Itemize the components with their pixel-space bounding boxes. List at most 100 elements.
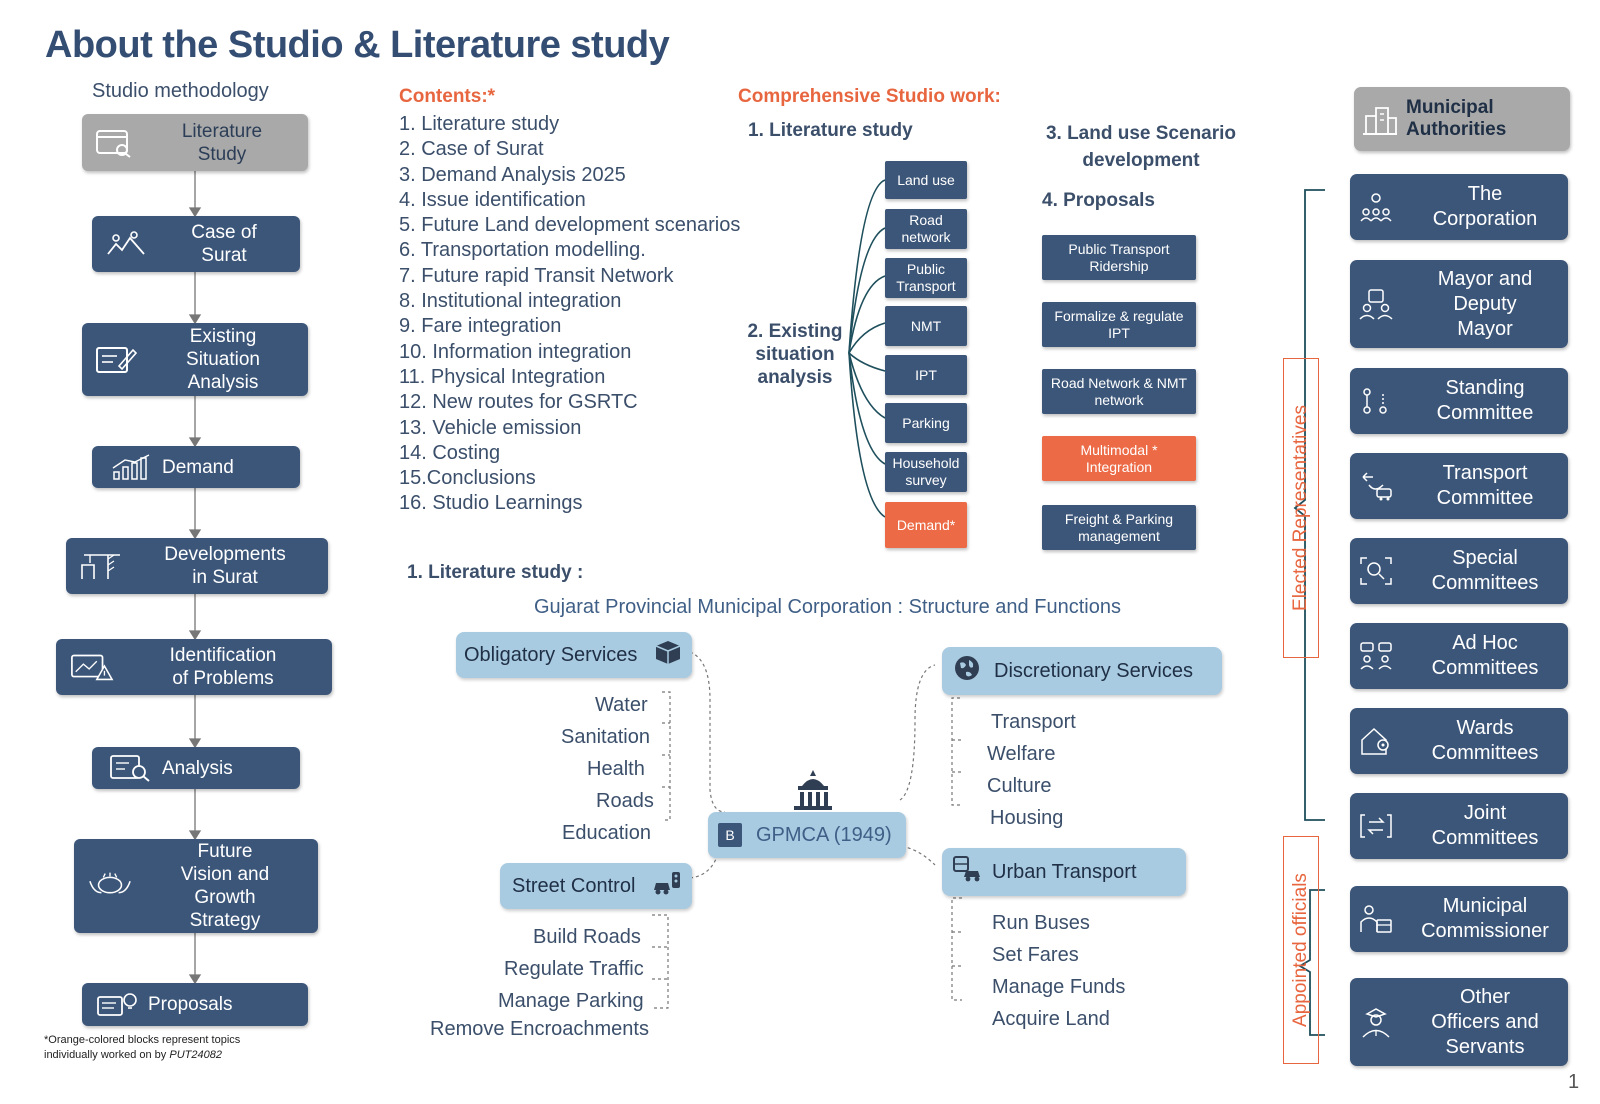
proposal-ipt: Formalize & regulate IPT	[1042, 302, 1196, 347]
existing-item-household-survey: Household survey	[885, 452, 967, 492]
step-label: Case of Surat	[191, 222, 257, 266]
contents-item: 12. New routes for GSRTC	[399, 391, 638, 414]
step-existing-situation: Existing Situation Analysis	[82, 323, 308, 396]
urban-item: Acquire Land	[992, 1008, 1110, 1030]
step-label: Existing Situation Analysis	[186, 326, 260, 393]
contents-item: 14. Costing	[399, 441, 501, 464]
contents-item: 11. Physical Integration	[399, 365, 606, 388]
step-label: Analysis	[162, 757, 233, 779]
vertical-label: Elected Representatives	[1290, 405, 1312, 611]
authority-label: Mayor and Deputy Mayor	[1437, 267, 1533, 340]
obligatory-item: Water	[595, 694, 648, 716]
existing-item-road-network: Road network	[885, 209, 967, 249]
contents-item: 16. Studio Learnings	[399, 492, 583, 515]
discretionary-item: Transport	[991, 711, 1076, 733]
footnote-id: PUT24082	[169, 1049, 222, 1061]
discretionary-item: Welfare	[987, 743, 1056, 765]
existing-item-public-transport: Public Transport	[885, 258, 967, 298]
elected-representatives-label: Elected Representatives	[1283, 358, 1319, 658]
officer-desk-icon	[1350, 904, 1402, 934]
discussion-icon	[1350, 641, 1402, 671]
step-label: Literature Study	[181, 120, 263, 165]
globe-icon	[942, 653, 982, 689]
lit-section-subtitle: Gujarat Provincial Municipal Corporation…	[534, 596, 1121, 618]
building-icon	[790, 768, 836, 817]
landuse-head: 3. Land use Scenario development	[1045, 123, 1237, 171]
street-item: Remove Encroachments	[430, 1018, 649, 1040]
authority-joint-committees: Joint Committees	[1350, 793, 1568, 859]
authority-label: Municipal Commissioner	[1421, 895, 1549, 942]
lit-section-heading: 1. Literature study :	[407, 562, 584, 583]
proposal-public-transport: Public Transport Ridership	[1042, 235, 1196, 280]
step-label: Proposals	[148, 994, 233, 1015]
authorities-heading: Municipal Authorities	[1406, 97, 1507, 140]
warning-map-icon	[70, 652, 114, 682]
authority-wards-committees: Wards Committees	[1350, 708, 1568, 774]
bar-growth-icon	[110, 454, 154, 480]
node-label: GPMCA (1949)	[756, 823, 892, 846]
methodology-heading: Studio methodology	[92, 80, 269, 102]
book-idea-icon	[96, 991, 140, 1019]
contents-item: 13. Vehicle emission	[399, 416, 582, 439]
house-location-icon	[1350, 726, 1402, 756]
obligatory-item: Sanitation	[561, 726, 650, 748]
nodes-icon	[1350, 386, 1402, 416]
street-control-node: Street Control	[500, 863, 692, 909]
document-edit-icon	[94, 344, 138, 376]
proposal-freight-parking: Freight & Parking management	[1042, 505, 1196, 550]
transport-icon	[1350, 471, 1402, 501]
mayor-icon	[1350, 288, 1402, 320]
step-literature-study: Literature Study	[82, 114, 308, 171]
discretionary-item: Culture	[987, 775, 1052, 797]
obligatory-item: Health	[587, 758, 645, 780]
step-identification: Identification of Problems	[56, 639, 332, 695]
proposal-multimodal: Multimodal * Integration	[1042, 436, 1196, 481]
proposals-head: 4. Proposals	[1042, 190, 1155, 211]
contents-item: 8. Institutional integration	[399, 290, 622, 313]
authority-standing-committee: Standing Committee	[1350, 368, 1568, 434]
step-label: Future Vision and Growth Strategy	[180, 841, 270, 931]
authority-label: Joint Committees	[1431, 802, 1539, 849]
construction-crane-icon	[78, 551, 122, 581]
existing-item-ipt: IPT	[885, 355, 967, 395]
footnote-line: individually worked on by	[44, 1049, 170, 1061]
page-number: 1	[1568, 1071, 1580, 1093]
step-label: Identification of Problems	[169, 645, 277, 689]
authority-label: The Corporation	[1432, 183, 1538, 230]
urban-item: Manage Funds	[992, 976, 1126, 998]
page-title: About the Studio & Literature study	[45, 24, 670, 66]
footnote-line: *Orange-colored blocks represent topics	[44, 1034, 241, 1046]
authority-label: Standing Committee	[1436, 377, 1534, 424]
urban-item: Set Fares	[992, 944, 1079, 966]
b-badge-icon: B	[718, 823, 742, 847]
step-proposals: Proposals	[82, 983, 308, 1026]
traffic-car-icon	[652, 870, 692, 902]
browser-search-icon	[92, 128, 136, 158]
city-hall-icon	[1354, 102, 1406, 136]
authority-special-committees: Special Committees	[1350, 538, 1568, 604]
step-analysis: Analysis	[92, 747, 300, 789]
municipal-authorities-header: Municipal Authorities	[1354, 87, 1570, 151]
authority-label: Ad Hoc Committees	[1431, 632, 1539, 679]
street-item: Manage Parking	[498, 990, 644, 1012]
bus-car-icon	[942, 855, 982, 889]
step-case-of-surat: Case of Surat	[92, 216, 300, 272]
appointed-officials-label: Appointed officials	[1283, 836, 1319, 1064]
node-label: Obligatory Services	[464, 643, 638, 666]
discretionary-services-node: Discretionary Services	[942, 647, 1222, 695]
proposal-road-network: Road Network & NMT network	[1042, 369, 1196, 414]
authority-other-officers: Other Officers and Servants	[1350, 978, 1568, 1066]
existing-item-parking: Parking	[885, 403, 967, 443]
street-item: Build Roads	[533, 926, 641, 948]
footnote: *Orange-colored blocks represent topics …	[44, 1033, 240, 1063]
gpmca-node: B GPMCA (1949)	[708, 812, 906, 858]
lit-study-head: 1. Literature study	[748, 120, 913, 141]
contents-item: 9. Fare integration	[399, 315, 562, 338]
contents-item: 10. Information integration	[399, 340, 632, 363]
people-idea-icon	[1350, 192, 1402, 222]
authority-adhoc-committees: Ad Hoc Committees	[1350, 623, 1568, 689]
map-people-icon	[104, 230, 148, 258]
contents-list: 1. Literature study 2. Case of Surat 3. …	[399, 112, 740, 517]
cube-icon	[654, 639, 692, 671]
